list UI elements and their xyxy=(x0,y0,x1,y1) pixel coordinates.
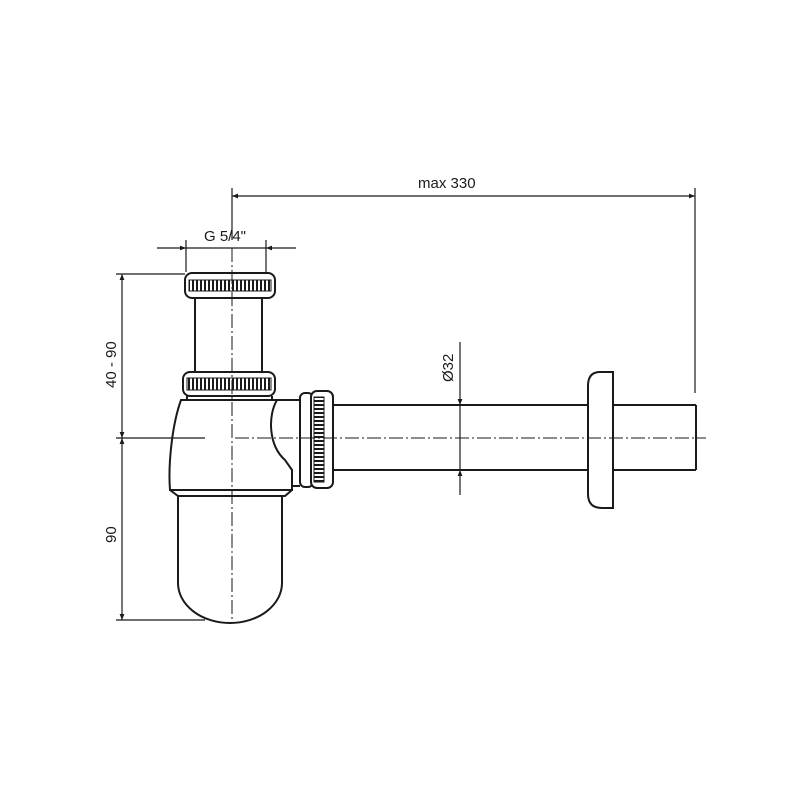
inlet-nut xyxy=(184,272,276,299)
union-nut xyxy=(182,371,276,400)
wall-rosette xyxy=(587,371,614,509)
siphon-body xyxy=(168,399,293,491)
length-label: max 330 xyxy=(418,175,476,192)
vertical-tube xyxy=(194,298,263,372)
inlet-height-label: 40 - 90 xyxy=(103,341,120,388)
thread-size-label: G 5/4" xyxy=(204,228,247,245)
outlet-neck xyxy=(277,392,314,488)
bottle-depth-label: 90 xyxy=(103,526,120,543)
siphon-bottle xyxy=(177,496,283,624)
outlet-nut xyxy=(310,390,334,489)
pipe-diameter-label: Ø32 xyxy=(440,353,457,382)
